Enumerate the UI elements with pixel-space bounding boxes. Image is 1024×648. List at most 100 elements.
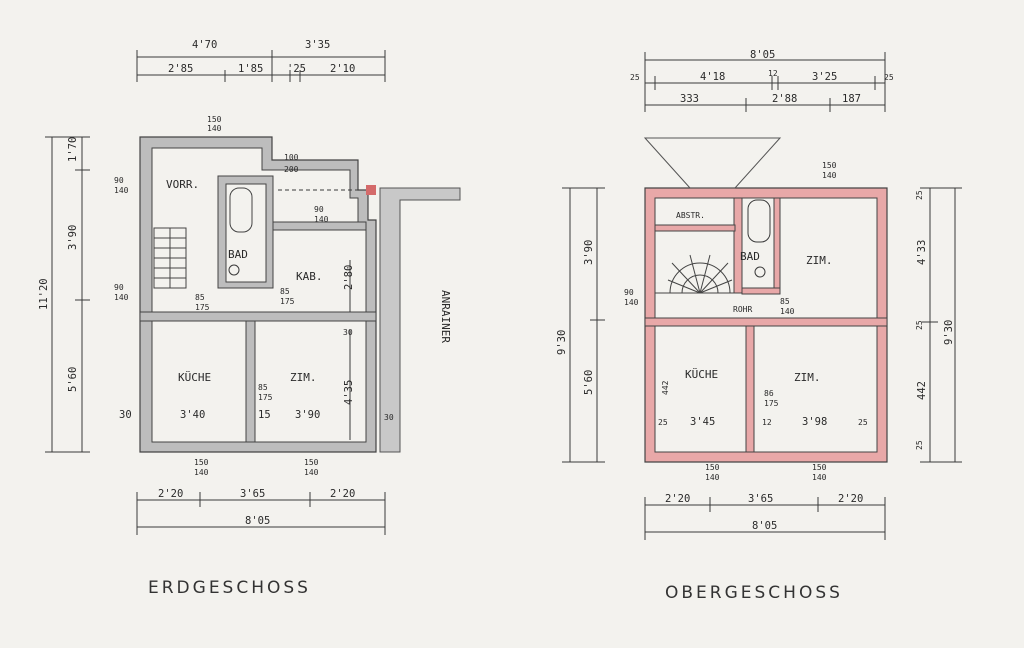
eg-opening-den: 140 [207,124,222,133]
eg-opening-num: 85 [280,287,290,296]
og-dim-zim-width: 3'98 [802,416,827,428]
og-room-abstr: ABSTR. [676,211,705,220]
eg-dim-left-d: 5'60 [67,367,79,392]
eg-dim-top-f: 2'10 [330,63,355,75]
upper-kz-wall [745,325,755,453]
og-opening-labels: 150 140 90 140 85 140 86 175 150 140 150… [624,161,837,482]
eg-dim-left-b: 3'90 [67,225,79,250]
og-dim-wall-25a: 25 [658,418,668,427]
eg-dim-zim-height: 4'35 [343,380,355,405]
og-dim-bottom-a: 2'20 [665,493,690,505]
og-dim-right-f: 25 [915,440,924,450]
eg-opening-labels: 150 140 100 200 90 140 90 140 90 140 85 … [114,115,329,477]
eg-dim-top-b: 3'35 [305,39,330,51]
og-dim-right-a: 25 [915,190,924,200]
eg-neighbour-label: ANRAINER [439,290,452,343]
eg-opening-den: 140 [114,293,129,302]
kitchen-zim-wall [245,320,256,443]
og-dim-bottom-b: 3'65 [748,493,773,505]
og-opening-num: 150 [812,463,827,472]
og-opening-num: 86 [764,389,774,398]
eg-opening-num: 150 [304,458,319,467]
roof-outline [643,137,782,189]
eg-title: ERDGESCHOSS [148,578,311,598]
eg-dim-bottom-a: 2'20 [158,488,183,500]
og-dim-bottom-c: 2'20 [838,493,863,505]
og-dim-top-a: 8'05 [750,49,775,61]
eg-opening-num: 85 [258,383,268,392]
bathtub-icon [229,187,253,233]
og-dim-top-g: 333 [680,93,699,105]
eg-dim-wall-15: 15 [258,409,271,421]
eg-dim-wall-30b: 30 [343,328,353,337]
eg-opening-den: 175 [195,303,210,312]
eg-opening-den: 200 [284,165,299,174]
eg-opening-num: 150 [194,458,209,467]
og-room-rohr: ROHR [733,305,752,314]
og-dim-top-c: 4'18 [700,71,725,83]
og-dim-bottom-d: 8'05 [752,520,777,532]
eg-dim-left-a: 1'70 [67,137,79,162]
sink-icon [228,264,240,276]
eg-dim-top-e: '25 [287,63,306,75]
eg-opening-den: 140 [194,468,209,477]
upper-sink-icon [754,266,766,278]
kitchen-top-wall [139,311,377,322]
eg-opening-num: 85 [195,293,205,302]
og-opening-num: 85 [780,297,790,306]
eg-opening-num: 90 [114,283,124,292]
eg-room-zim: ZIM. [290,371,317,384]
og-dim-wall-12: 12 [762,418,772,427]
eg-opening-num: 90 [314,205,324,214]
eg-opening-den: 140 [314,215,329,224]
og-dim-top-e: 3'25 [812,71,837,83]
og-opening-den: 140 [780,307,795,316]
upper-floor-labels: 8'05 25 4'18 12 3'25 25 333 2'88 187 3'9… [556,49,955,603]
og-room-zim1: ZIM. [806,254,833,267]
neighbour-wall [379,187,461,453]
eg-dim-left-c: 11'20 [38,278,50,310]
og-title: OBERGESCHOSS [665,583,843,603]
eg-room-vorr: VORR. [166,178,199,191]
eg-dim-top-d: 1'85 [238,63,263,75]
eg-dim-bottom-d: 8'05 [245,515,270,527]
eg-dim-kab-height: 2'80 [343,265,355,290]
og-dim-right-b: 4'33 [916,240,928,265]
upper-bathtub-icon [747,199,771,243]
eg-opening-den: 175 [280,297,295,306]
og-opening-den: 140 [624,298,639,307]
eg-room-kueche: KÜCHE [178,371,211,384]
og-dim-top-h: 2'88 [772,93,797,105]
eg-opening-den: 175 [258,393,273,402]
spiral-stairs-icon [654,230,735,294]
og-opening-num: 150 [822,161,837,170]
eg-dim-zim-width: 3'90 [295,409,320,421]
eg-dim-bottom-c: 2'20 [330,488,355,500]
upper-middle-wall [644,317,888,327]
eg-dim-kueche-width: 3'40 [180,409,205,421]
og-room-zim2: ZIM. [794,371,821,384]
og-dim-top-b: 25 [630,73,640,82]
eg-opening-den: 140 [114,186,129,195]
og-dim-top-i: 187 [842,93,861,105]
og-dim-kueche-width: 3'45 [690,416,715,428]
og-opening-den: 140 [812,473,827,482]
og-room-bad: BAD [740,250,760,263]
og-dim-left-b: 9'30 [556,330,568,355]
og-dim-right-e: 442 [916,381,928,400]
eg-dim-bottom-b: 3'65 [240,488,265,500]
stairs-icon [153,227,187,289]
eg-opening-den: 140 [304,468,319,477]
eg-opening-num: 90 [114,176,124,185]
og-opening-den: 175 [764,399,779,408]
og-dim-left-d: 442 [661,380,670,395]
eg-dim-wall-30a: 30 [119,409,132,421]
og-opening-den: 140 [705,473,720,482]
og-room-kueche: KÜCHE [685,368,718,381]
eg-opening-num: 150 [207,115,222,124]
og-dim-left-a: 3'90 [583,240,595,265]
og-dim-top-f: 25 [884,73,894,82]
eg-room-bad: BAD [228,248,248,261]
